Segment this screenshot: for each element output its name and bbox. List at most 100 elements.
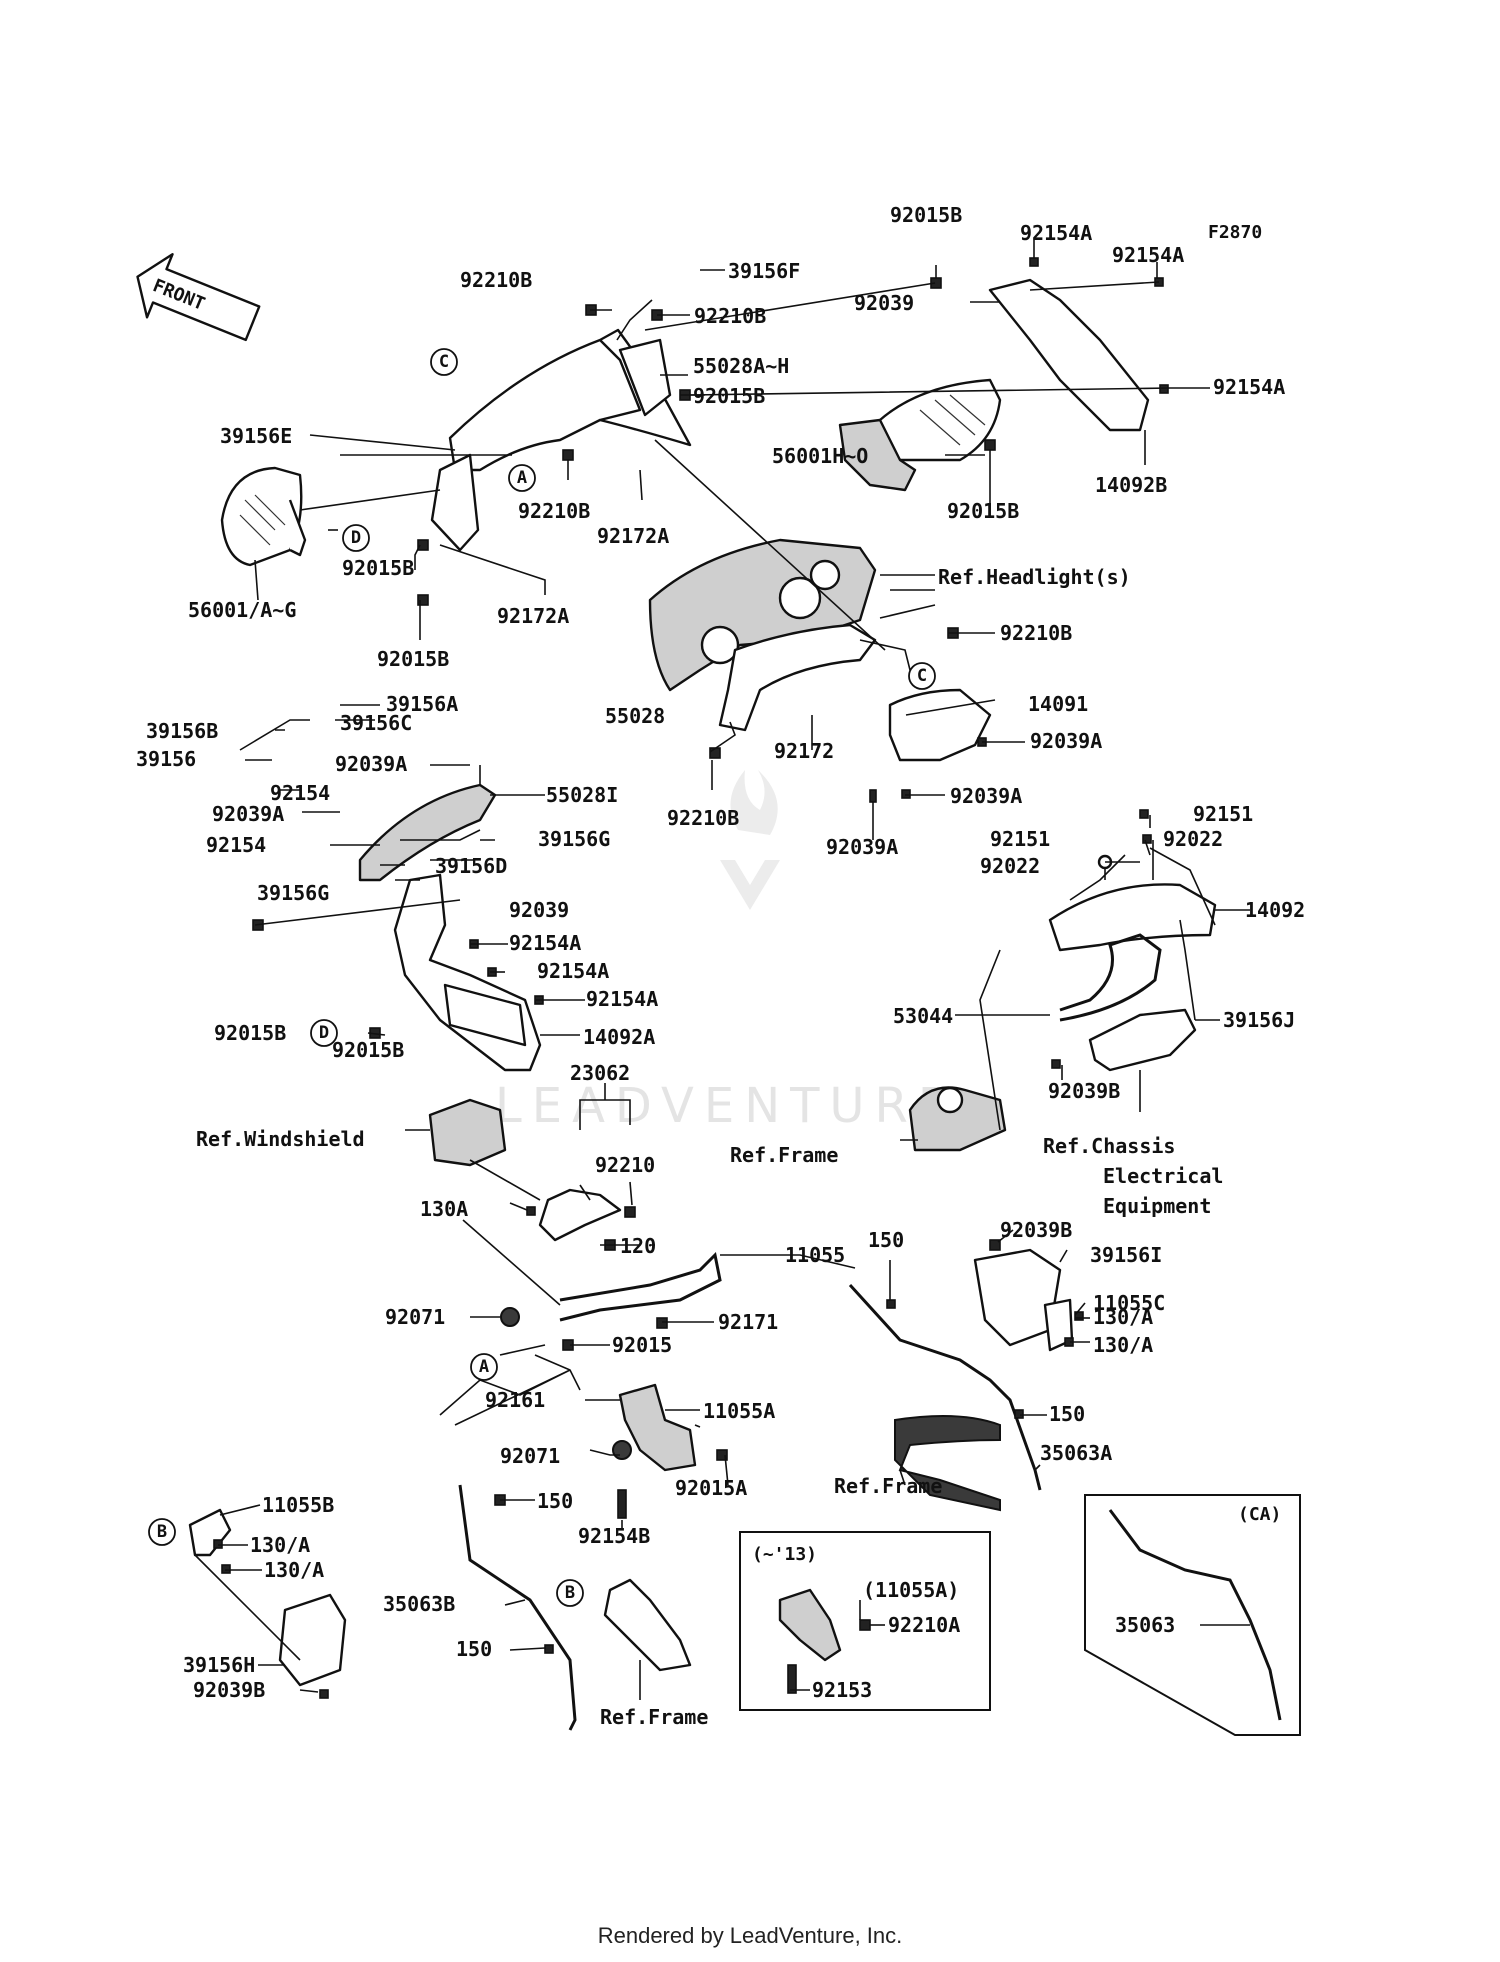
label-ref-frame: Ref.Frame [730, 1143, 838, 1167]
label-92210a: 92210A [888, 1613, 960, 1637]
label-35063a: 35063A [1040, 1441, 1112, 1465]
windshield-bracket [428, 1098, 507, 1167]
label-150: 150 [456, 1637, 492, 1661]
label-92015b: 92015B [377, 647, 449, 671]
label-92210b: 92210B [694, 304, 766, 328]
label-150: 150 [868, 1228, 904, 1252]
label-92015b: 92015B [332, 1038, 404, 1062]
inset-stay [1108, 1509, 1282, 1721]
inset-box-early-models [739, 1531, 991, 1711]
part-labels: 39156F 92210B 92210B 92015B 92154A 92154… [136, 203, 1305, 1729]
label-23062: 23062 [570, 1061, 630, 1085]
label-92039b: 92039B [193, 1678, 265, 1702]
label-92039a: 92039A [212, 802, 284, 826]
inset-bracket [778, 1588, 842, 1662]
label-150: 150 [537, 1489, 573, 1513]
label-39156e: 39156E [220, 424, 292, 448]
label-39156h: 39156H [183, 1653, 255, 1677]
label-92151: 92151 [990, 827, 1050, 851]
label-92071: 92071 [500, 1444, 560, 1468]
front-arrow: FRONT [136, 253, 261, 342]
label-39156i: 39156I [1090, 1243, 1162, 1267]
stay-bar [559, 1251, 722, 1322]
label-55028: 55028 [605, 704, 665, 728]
label-56001h-o: 56001H~O [772, 444, 868, 468]
inset-right-title: (CA) [1238, 1504, 1281, 1525]
label-92015: 92015 [612, 1333, 672, 1357]
label-35063b: 35063B [383, 1592, 455, 1616]
label-39156c: 39156C [340, 711, 412, 735]
label-11055: 11055 [785, 1243, 845, 1267]
label-130-a: 130/A [264, 1558, 324, 1582]
label-92039a: 92039A [950, 784, 1022, 808]
svg-text:D: D [319, 1023, 329, 1043]
label-92161: 92161 [485, 1388, 545, 1412]
label-92039a: 92039A [335, 752, 407, 776]
label-39156d: 39156D [435, 854, 507, 878]
label-11055b: 11055B [262, 1493, 334, 1517]
stay-35063B [458, 1484, 577, 1731]
label-92154a: 92154A [586, 987, 658, 1011]
label-92172a: 92172A [597, 524, 669, 548]
label-14092: 14092 [1245, 898, 1305, 922]
label-92039b: 92039B [1000, 1218, 1072, 1242]
left-inner-panel [430, 453, 480, 552]
label-35063: 35063 [1115, 1613, 1175, 1637]
svg-text:B: B [565, 1583, 575, 1603]
label-ref-headlights: Ref.Headlight(s) [938, 565, 1131, 589]
label-92015b: 92015B [947, 499, 1019, 523]
label-39156g: 39156G [257, 881, 329, 905]
label-92210b: 92210B [518, 499, 590, 523]
callout-a-lower: A [470, 1353, 498, 1381]
label-14092a: 14092A [583, 1025, 655, 1049]
label-92015a: 92015A [675, 1476, 747, 1500]
label-92210b: 92210B [1000, 621, 1072, 645]
label-92153: 92153 [812, 1678, 872, 1702]
inset-mid-title: (~'13) [752, 1544, 817, 1565]
callout-d-upper: D [342, 524, 370, 552]
cover-14091 [888, 688, 992, 762]
plate-23062 [538, 1188, 622, 1242]
callout-a-upper: A [508, 464, 536, 492]
right-fairing-strip [988, 278, 1150, 432]
label-56001-a-g: 56001/A~G [188, 598, 296, 622]
svg-text:D: D [351, 528, 361, 548]
trim-53044 [1059, 933, 1162, 1022]
label-130-a: 130/A [1093, 1305, 1153, 1329]
label-11055a: 11055A [703, 1399, 775, 1423]
label-92039a: 92039A [1030, 729, 1102, 753]
label-92039a: 92039A [826, 835, 898, 859]
callout-d-lower: D [310, 1019, 338, 1047]
label-92071: 92071 [385, 1305, 445, 1329]
callout-b-left: B [148, 1518, 176, 1546]
label-92154a: 92154A [1020, 221, 1092, 245]
svg-text:C: C [439, 352, 449, 372]
label-92015b: 92015B [214, 1021, 286, 1045]
label-92171: 92171 [718, 1310, 778, 1334]
label-92022: 92022 [980, 854, 1040, 878]
label-39156b: 39156B [146, 719, 218, 743]
label-39156a: 39156A [386, 692, 458, 716]
watermark: LEADVENTURE [495, 770, 948, 1134]
label-electrical: Electrical [1103, 1164, 1223, 1188]
inner-duct [718, 623, 877, 732]
label-ref-chassis: Ref.Chassis [1043, 1134, 1175, 1158]
label-92151: 92151 [1193, 802, 1253, 826]
label-120: 120 [620, 1234, 656, 1258]
svg-text:A: A [517, 468, 527, 488]
label-ref-frame: Ref.Frame [834, 1474, 942, 1498]
label-39156g: 39156G [538, 827, 610, 851]
label-92154b: 92154B [578, 1524, 650, 1548]
ref-frame-bottom [603, 1578, 692, 1672]
footer-credit: Rendered by LeadVenture, Inc. [598, 1923, 903, 1948]
callouts: A C D A C D B B [148, 348, 936, 1607]
diagram-code: F2870 [1208, 222, 1262, 243]
label-92154: 92154 [206, 833, 266, 857]
label-55028i: 55028I [546, 783, 618, 807]
label-92022: 92022 [1163, 827, 1223, 851]
label-39156j: 39156J [1223, 1008, 1295, 1032]
label-92154a: 92154A [1213, 375, 1285, 399]
label-150: 150 [1049, 1402, 1085, 1426]
label-39156f: 39156F [728, 259, 800, 283]
